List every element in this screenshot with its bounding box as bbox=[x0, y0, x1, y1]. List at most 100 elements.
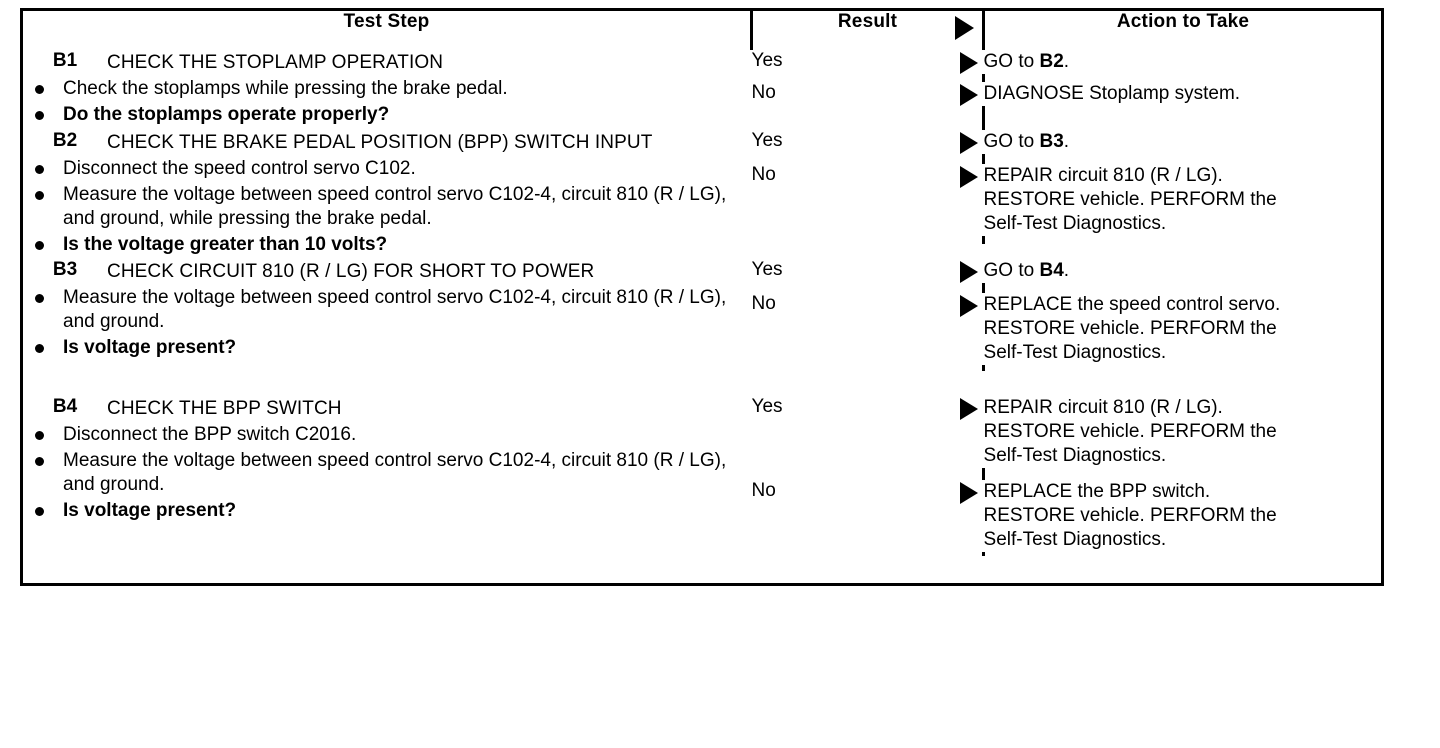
list-item: Check the stoplamps while pressing the b… bbox=[23, 77, 753, 101]
result-label-no-b2: No bbox=[751, 164, 984, 236]
action-line: REPLACE the BPP switch. bbox=[983, 481, 1211, 502]
column-header-result-label: Result bbox=[837, 11, 898, 32]
result-label-yes-b3: Yes bbox=[751, 259, 984, 283]
play-arrow-icon bbox=[959, 52, 978, 80]
step-row-b2: B2 CHECK THE BRAKE PEDAL POSITION (BPP) … bbox=[21, 130, 1383, 259]
action-cell-yes-b4: REPAIR circuit 810 (R / LG). RESTORE veh… bbox=[983, 396, 1382, 468]
play-arrow-icon bbox=[959, 84, 978, 112]
result-text: No bbox=[751, 480, 776, 501]
step-row-b3: B3 CHECK CIRCUIT 810 (R / LG) FOR SHORT … bbox=[21, 259, 1383, 396]
list-item: Disconnect the speed control servo C102. bbox=[23, 157, 753, 181]
step-b4-title: CHECK THE BPP SWITCH bbox=[107, 396, 753, 423]
play-arrow-icon bbox=[959, 482, 978, 510]
result-text: No bbox=[751, 164, 776, 185]
action-line: REPLACE the speed control servo. bbox=[983, 294, 1281, 315]
step-b4-id: B4 bbox=[23, 396, 107, 423]
step-b4-result-action-cell: Yes REPAIR circuit 810 (R / LG). RESTORE… bbox=[751, 396, 1383, 585]
step-b3-body: Measure the voltage between speed contro… bbox=[23, 286, 753, 396]
action-line: REPAIR circuit 810 (R / LG). bbox=[983, 165, 1223, 186]
step-b3-result-action-cell: Yes GO to B4. No bbox=[751, 259, 1383, 396]
result-label-yes-b2: Yes bbox=[751, 130, 984, 154]
step-b2-title: CHECK THE BRAKE PEDAL POSITION (BPP) SWI… bbox=[107, 130, 753, 157]
step-b1-title: CHECK THE STOPLAMP OPERATION bbox=[107, 50, 753, 77]
step-b2-result-no: No REPAIR circuit 810 (R / LG). RESTORE … bbox=[751, 164, 1382, 236]
step-b1-body: Check the stoplamps while pressing the b… bbox=[23, 77, 753, 129]
action-cell-yes-b3: GO to B4. bbox=[983, 259, 1382, 283]
step-b1-result-yes: Yes GO to B2. bbox=[751, 50, 1382, 74]
action-cell-no-b2: REPAIR circuit 810 (R / LG). RESTORE veh… bbox=[983, 164, 1382, 236]
play-arrow-icon bbox=[959, 261, 978, 289]
action-line: GO to B4. bbox=[983, 260, 1070, 281]
step-b3-test-step-cell: B3 CHECK CIRCUIT 810 (R / LG) FOR SHORT … bbox=[21, 259, 753, 396]
column-header-action-to-take: Action to Take bbox=[982, 9, 1383, 50]
step-b3-bullet-list: Measure the voltage between speed contro… bbox=[23, 286, 753, 360]
result-label-yes-b1: Yes bbox=[751, 50, 984, 74]
result-text: Yes bbox=[751, 396, 783, 417]
action-line: REPAIR circuit 810 (R / LG). bbox=[983, 397, 1223, 418]
list-item: Is the voltage greater than 10 volts? bbox=[23, 233, 753, 257]
step-b2-result-action-cell: Yes GO to B3. No bbox=[751, 130, 1383, 259]
action-line: RESTORE vehicle. PERFORM the bbox=[983, 318, 1277, 339]
list-item: Measure the voltage between speed contro… bbox=[23, 449, 753, 497]
step-b1-result-action-cell: Yes GO to B2. No bbox=[751, 50, 1383, 130]
action-line: RESTORE vehicle. PERFORM the bbox=[983, 505, 1277, 526]
action-line: GO to B2. bbox=[983, 51, 1070, 72]
column-header-result: Result bbox=[750, 9, 984, 50]
pinpoint-test-table: Test Step Result Action to Take B1 CHECK… bbox=[20, 8, 1385, 586]
action-line: Self-Test Diagnostics. bbox=[983, 529, 1167, 550]
result-text: Yes bbox=[751, 259, 783, 280]
step-b1-bullet-list: Check the stoplamps while pressing the b… bbox=[23, 77, 753, 127]
result-text: No bbox=[751, 293, 776, 314]
column-header-test-step: Test Step bbox=[21, 9, 752, 50]
result-text: Yes bbox=[751, 50, 783, 71]
result-label-no-b4: No bbox=[751, 480, 984, 552]
action-cell-yes-b2: GO to B3. bbox=[983, 130, 1382, 154]
action-line: Self-Test Diagnostics. bbox=[983, 445, 1167, 466]
play-arrow-icon bbox=[959, 132, 978, 160]
play-arrow-icon bbox=[959, 398, 978, 426]
action-line: Self-Test Diagnostics. bbox=[983, 213, 1167, 234]
step-b3-title: CHECK CIRCUIT 810 (R / LG) FOR SHORT TO … bbox=[107, 259, 753, 286]
step-b1-result-no: No DIAGNOSE Stoplamp system. bbox=[751, 82, 1382, 106]
step-b1-id: B1 bbox=[23, 50, 107, 77]
action-cell-no-b1: DIAGNOSE Stoplamp system. bbox=[983, 82, 1382, 106]
action-line: RESTORE vehicle. PERFORM the bbox=[983, 189, 1277, 210]
list-item: Disconnect the BPP switch C2016. bbox=[23, 423, 753, 447]
step-b2-result-yes: Yes GO to B3. bbox=[751, 130, 1382, 154]
result-label-no-b1: No bbox=[751, 82, 984, 106]
list-item: Measure the voltage between speed contro… bbox=[23, 183, 753, 231]
table-header-row: Test Step Result Action to Take bbox=[21, 9, 1383, 50]
step-b4-bullet-list: Disconnect the BPP switch C2016. Measure… bbox=[23, 423, 753, 523]
action-line: Self-Test Diagnostics. bbox=[983, 342, 1167, 363]
list-item: Measure the voltage between speed contro… bbox=[23, 286, 753, 334]
step-b2-id: B2 bbox=[23, 130, 107, 157]
play-arrow-icon bbox=[959, 295, 978, 323]
step-b4-test-step-cell: B4 CHECK THE BPP SWITCH Disconnect the B… bbox=[21, 396, 753, 585]
step-b3-result-yes: Yes GO to B4. bbox=[751, 259, 1382, 283]
step-b1-test-step-cell: B1 CHECK THE STOPLAMP OPERATION Check th… bbox=[21, 50, 753, 130]
list-item: Do the stoplamps operate properly? bbox=[23, 103, 753, 127]
step-b4-body: Disconnect the BPP switch C2016. Measure… bbox=[23, 423, 753, 583]
step-b3-result-no: No REPLACE the speed control servo. REST… bbox=[751, 293, 1382, 365]
result-label-yes-b4: Yes bbox=[751, 396, 984, 468]
step-b2-bullet-list: Disconnect the speed control servo C102.… bbox=[23, 157, 753, 257]
action-cell-no-b3: REPLACE the speed control servo. RESTORE… bbox=[983, 293, 1382, 365]
step-row-b4: B4 CHECK THE BPP SWITCH Disconnect the B… bbox=[21, 396, 1383, 585]
step-row-b1: B1 CHECK THE STOPLAMP OPERATION Check th… bbox=[21, 50, 1383, 130]
action-line: RESTORE vehicle. PERFORM the bbox=[983, 421, 1277, 442]
step-b2-test-step-cell: B2 CHECK THE BRAKE PEDAL POSITION (BPP) … bbox=[21, 130, 753, 259]
action-cell-yes-b1: GO to B2. bbox=[983, 50, 1382, 74]
result-text: No bbox=[751, 82, 776, 103]
list-item: Is voltage present? bbox=[23, 499, 753, 523]
play-arrow-icon bbox=[955, 15, 975, 46]
play-arrow-icon bbox=[959, 166, 978, 194]
action-cell-no-b4: REPLACE the BPP switch. RESTORE vehicle.… bbox=[983, 480, 1382, 552]
action-line: DIAGNOSE Stoplamp system. bbox=[983, 83, 1241, 104]
step-b2-body: Disconnect the speed control servo C102.… bbox=[23, 157, 753, 259]
step-b3-id: B3 bbox=[23, 259, 107, 286]
result-label-no-b3: No bbox=[751, 293, 984, 365]
result-text: Yes bbox=[751, 130, 783, 151]
list-item: Is voltage present? bbox=[23, 336, 753, 360]
step-b4-result-no: No REPLACE the BPP switch. RESTORE vehic… bbox=[751, 480, 1382, 552]
